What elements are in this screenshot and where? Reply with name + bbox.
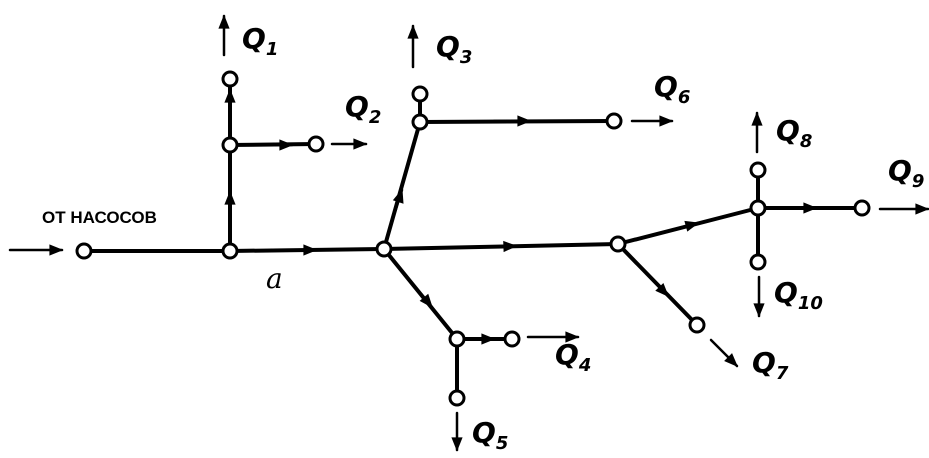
- outflow-arrow-q7: [709, 338, 739, 368]
- node-consumer-q4: [503, 330, 521, 348]
- node-junction: [221, 242, 239, 260]
- node-consumer-q7: [688, 316, 706, 334]
- node-consumer-q10: [749, 253, 767, 271]
- flow-arrow: [670, 220, 700, 232]
- label-q8: Q8: [776, 114, 812, 152]
- node-consumer-q3: [411, 85, 429, 103]
- pipe-up-q3: [382, 120, 422, 251]
- label-q5: Q5: [472, 416, 508, 454]
- node-consumer-q6: [605, 112, 623, 130]
- label-q9: Q9: [888, 154, 924, 192]
- flow-arrow: [410, 281, 434, 309]
- node-junction: [609, 235, 627, 253]
- source-label: ОТ НАСОСОВ: [42, 208, 157, 227]
- pipes: [82, 77, 864, 400]
- flow-arrows: [224, 88, 818, 345]
- label-q2: Q2: [345, 90, 381, 128]
- flow-arrow: [648, 275, 670, 298]
- nodes: [75, 70, 871, 407]
- node-consumer-q9: [853, 199, 871, 217]
- label-q3: Q3: [436, 30, 472, 68]
- node-consumer-q1: [221, 70, 239, 88]
- node-junction: [411, 113, 429, 131]
- node-junction: [375, 240, 393, 258]
- node-junction: [749, 199, 767, 217]
- node-source: [75, 242, 93, 260]
- flow-arrow: [392, 188, 404, 214]
- label-q10: Q10: [774, 276, 823, 314]
- node-consumer-q5: [448, 389, 466, 407]
- node-consumer-q2: [307, 135, 325, 153]
- node-consumer-q8: [749, 161, 767, 179]
- section-label: a: [266, 262, 283, 295]
- label-q1: Q1: [242, 22, 278, 60]
- node-junction: [448, 330, 466, 348]
- label-q7: Q7: [752, 346, 789, 384]
- label-q6: Q6: [654, 70, 690, 108]
- flow-arrow: [488, 240, 518, 253]
- outflow-arrows: [218, 14, 929, 452]
- node-junction: [221, 136, 239, 154]
- label-q4: Q4: [555, 338, 591, 376]
